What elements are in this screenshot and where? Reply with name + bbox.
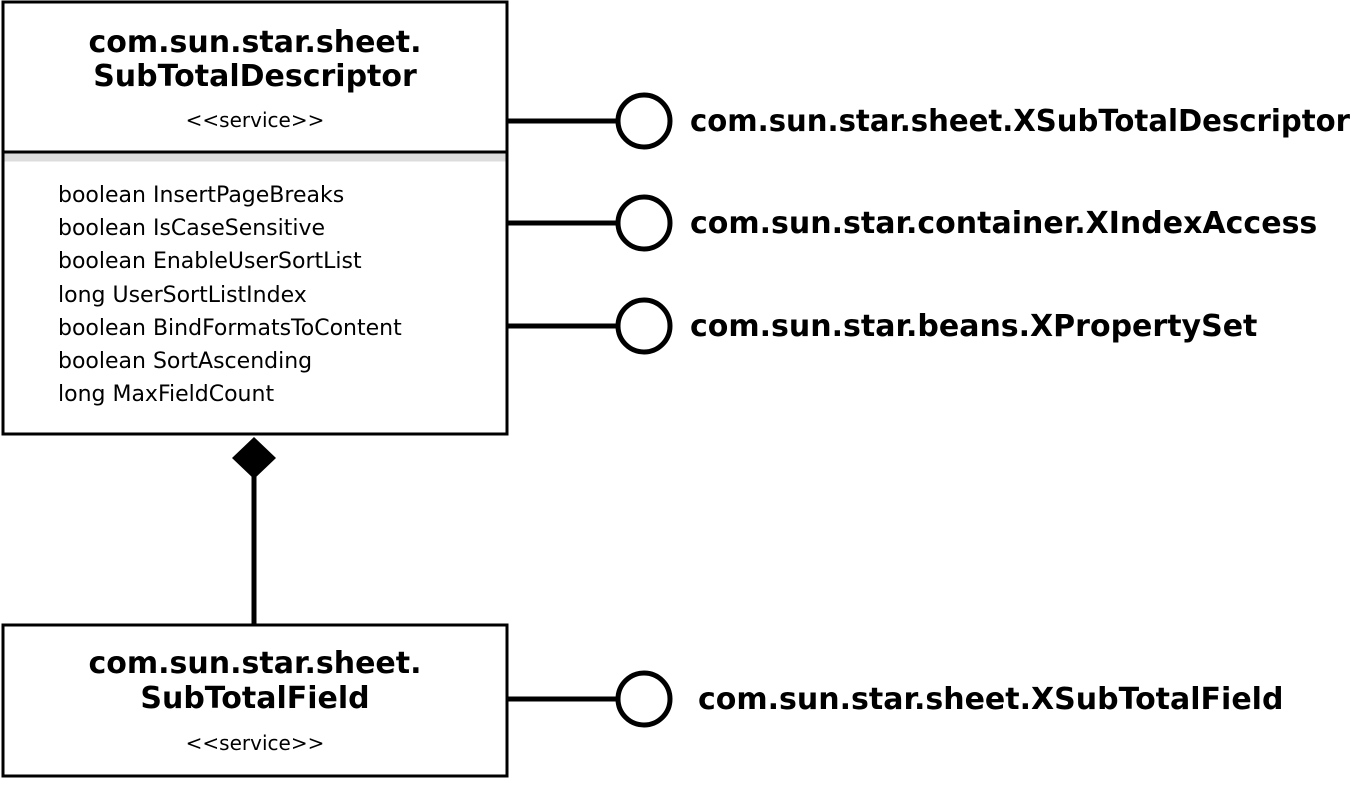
property-item: long MaxFieldCount — [58, 382, 274, 407]
interface-lollipop: com.sun.star.sheet.XSubTotalField — [507, 670, 1283, 728]
service-stereotype: <<service>> — [186, 108, 325, 132]
service-stereotype: <<service>> — [186, 731, 325, 755]
service-box-frame — [1, 623, 509, 778]
interface-circle-icon — [615, 92, 673, 150]
interface-lollipop: com.sun.star.sheet.XSubTotalDescriptor — [507, 92, 1350, 150]
service-box-subtotaldescriptor: com.sun.star.sheet. SubTotalDescriptor <… — [1, 0, 509, 436]
interface-circle-icon — [615, 194, 673, 252]
interface-lollipop: com.sun.star.beans.XPropertySet — [507, 297, 1257, 355]
service-title-line2: SubTotalField — [140, 681, 369, 716]
interface-circle-icon — [615, 297, 673, 355]
interface-circle-icon — [615, 670, 673, 728]
property-item: boolean BindFormatsToContent — [58, 316, 402, 341]
composition-connector — [232, 437, 276, 626]
interface-lollipop: com.sun.star.container.XIndexAccess — [507, 194, 1317, 252]
interface-label: com.sun.star.container.XIndexAccess — [690, 206, 1317, 241]
property-item: boolean IsCaseSensitive — [58, 216, 325, 241]
service-title-line1: com.sun.star.sheet. — [88, 25, 421, 60]
service-box-subtotalfield: com.sun.star.sheet. SubTotalField <<serv… — [1, 623, 509, 778]
composition-diamond-icon — [232, 437, 276, 479]
interface-label: com.sun.star.sheet.XSubTotalDescriptor — [690, 104, 1350, 139]
property-item: boolean SortAscending — [58, 349, 312, 374]
service-title-line2: SubTotalDescriptor — [93, 59, 417, 94]
interface-label: com.sun.star.sheet.XSubTotalField — [698, 682, 1283, 717]
service-title-line1: com.sun.star.sheet. — [88, 646, 421, 681]
compartment-separator-band — [4, 153, 506, 162]
property-item: boolean EnableUserSortList — [58, 249, 362, 274]
property-item: boolean InsertPageBreaks — [58, 183, 344, 208]
interface-label: com.sun.star.beans.XPropertySet — [690, 309, 1257, 344]
property-item: long UserSortListIndex — [58, 283, 307, 308]
service-box-frame — [1, 0, 509, 436]
